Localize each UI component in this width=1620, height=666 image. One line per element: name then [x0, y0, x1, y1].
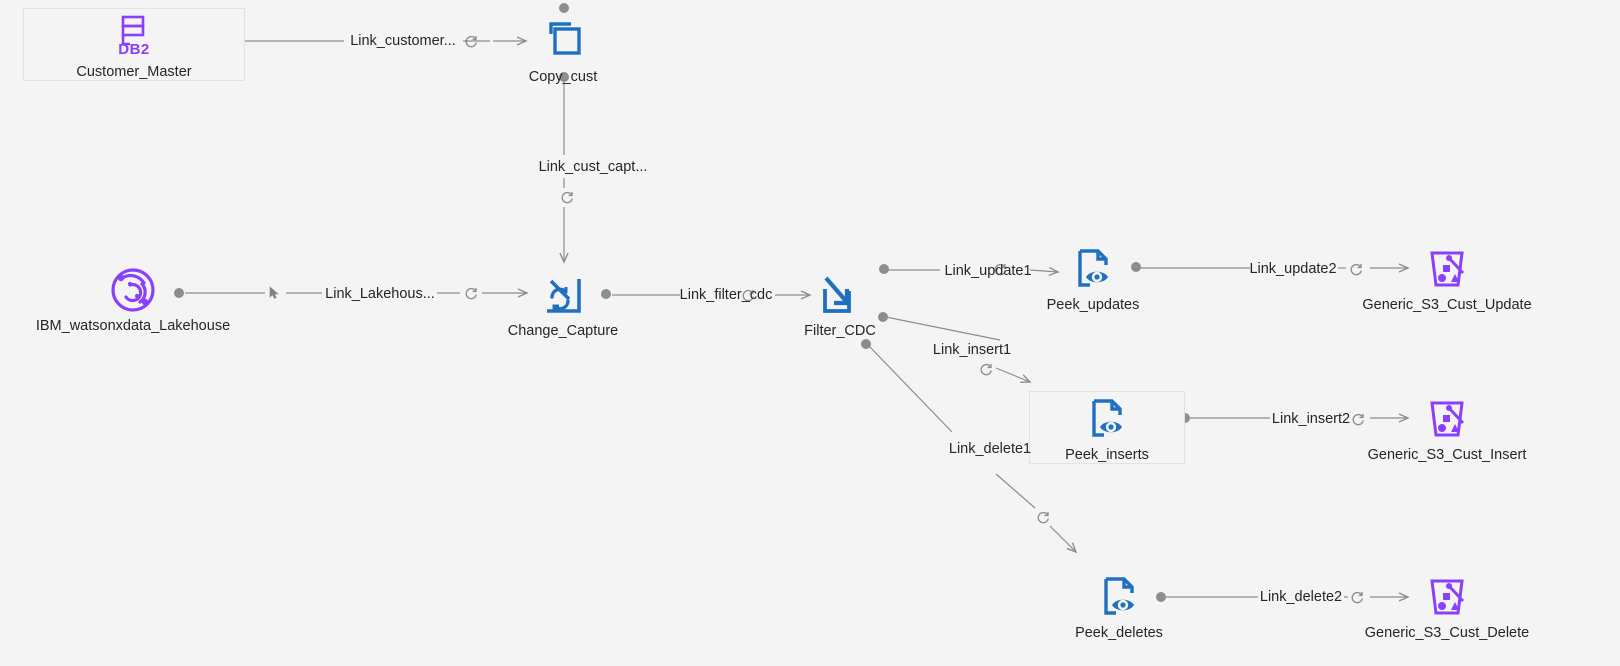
refresh-icon[interactable]: [560, 190, 575, 205]
refresh-icon[interactable]: [1036, 510, 1051, 525]
node-change-capture[interactable]: Change_Capture: [503, 268, 623, 339]
peek-icon: [1030, 392, 1184, 446]
link-label-link_filter_cdc[interactable]: Link_filter_cdc: [679, 287, 773, 303]
db2-icon: DB2: [24, 9, 244, 63]
node-peek-deletes[interactable]: Peek_deletes: [1059, 570, 1179, 641]
link-label-link_update2[interactable]: Link_update2: [1249, 261, 1337, 277]
node-peek-inserts[interactable]: Peek_inserts: [1029, 391, 1185, 464]
node-ibm-watsonxdata-lakehouse[interactable]: IBM_watsonxdata_Lakehouse: [23, 263, 243, 334]
refresh-icon[interactable]: [464, 286, 479, 301]
filter-cdc-icon: [780, 268, 900, 322]
s3-bucket-icon: [1337, 570, 1557, 624]
refresh-icon[interactable]: [979, 362, 994, 377]
svg-text:DB2: DB2: [118, 41, 150, 58]
node-label: Peek_deletes: [1075, 625, 1163, 641]
refresh-icon[interactable]: [464, 34, 479, 49]
node-label: Generic_S3_Cust_Delete: [1364, 625, 1530, 641]
node-copy-cust[interactable]: Copy_cust: [503, 14, 623, 85]
copy-icon: [503, 14, 623, 68]
link-label-link_update1[interactable]: Link_update1: [944, 263, 1032, 279]
node-label: Copy_cust: [528, 69, 598, 85]
change-capture-icon: [503, 268, 623, 322]
watsonx-data-icon: [23, 263, 243, 317]
node-label: IBM_watsonxdata_Lakehouse: [35, 318, 231, 334]
link-label-link_delete1[interactable]: Link_delete1: [948, 441, 1032, 457]
link-label-link_lakehouse[interactable]: Link_Lakehous...: [325, 286, 435, 302]
refresh-icon[interactable]: [741, 288, 756, 303]
node-filter-cdc[interactable]: Filter_CDC: [780, 268, 900, 339]
node-peek-updates[interactable]: Peek_updates: [1033, 242, 1153, 313]
node-label: Generic_S3_Cust_Insert: [1367, 447, 1527, 463]
refresh-icon[interactable]: [993, 262, 1008, 277]
node-label: Peek_updates: [1046, 297, 1140, 313]
refresh-icon[interactable]: [1350, 590, 1365, 605]
refresh-icon[interactable]: [1351, 412, 1366, 427]
peek-icon: [1059, 570, 1179, 624]
cursor-icon: [268, 286, 282, 300]
link-label-link_customer[interactable]: Link_customer...: [350, 33, 456, 49]
link-label-link_insert2[interactable]: Link_insert2: [1271, 411, 1351, 427]
link-label-link_insert1[interactable]: Link_insert1: [932, 342, 1012, 358]
node-label: Generic_S3_Cust_Update: [1362, 297, 1532, 313]
s3-bucket-icon: [1337, 392, 1557, 446]
peek-icon: [1033, 242, 1153, 296]
node-label: Filter_CDC: [804, 323, 876, 339]
s3-bucket-icon: [1337, 242, 1557, 296]
node-label: Change_Capture: [507, 323, 619, 339]
refresh-icon[interactable]: [1349, 262, 1364, 277]
node-label: Peek_inserts: [1065, 447, 1149, 463]
link-label-link_cust_capt[interactable]: Link_cust_capt...: [538, 159, 648, 175]
node-generic-s3-cust-update[interactable]: Generic_S3_Cust_Update: [1337, 242, 1557, 313]
output-port: [861, 339, 871, 349]
input-port: [559, 3, 569, 13]
link-label-link_delete2[interactable]: Link_delete2: [1259, 589, 1343, 605]
node-generic-s3-cust-insert[interactable]: Generic_S3_Cust_Insert: [1337, 392, 1557, 463]
node-label: Customer_Master: [76, 64, 192, 80]
node-customer-master[interactable]: DB2 Customer_Master: [23, 8, 245, 81]
node-generic-s3-cust-delete[interactable]: Generic_S3_Cust_Delete: [1337, 570, 1557, 641]
